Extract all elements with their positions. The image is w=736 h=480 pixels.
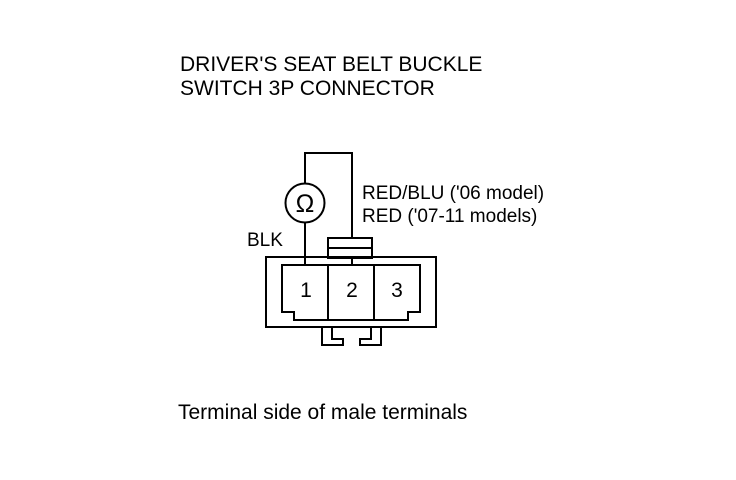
wire-color-right-2: RED ('07-11 models) <box>362 206 537 227</box>
lock-tab-left <box>321 327 344 346</box>
title-line-2: SWITCH 3P CONNECTOR <box>180 77 435 100</box>
wire-color-right-1: RED/BLU ('06 model) <box>362 183 544 204</box>
probe-block <box>327 237 373 259</box>
ohmmeter-icon: Ω <box>284 182 326 224</box>
terminal-2-label: 2 <box>346 279 358 302</box>
ohm-symbol: Ω <box>296 190 315 218</box>
caption: Terminal side of male terminals <box>178 401 467 424</box>
connector-housing <box>265 256 437 346</box>
wire-color-left: BLK <box>247 230 283 251</box>
lead-wire-top <box>304 152 353 265</box>
terminal-3-label: 3 <box>391 279 403 302</box>
terminal-1-label: 1 <box>300 279 312 302</box>
connector-inner <box>281 264 421 321</box>
title-line-1: DRIVER'S SEAT BELT BUCKLE <box>180 53 482 76</box>
connector-outer <box>265 256 437 328</box>
lock-tab-right <box>359 327 382 346</box>
ohmmeter-circle <box>284 182 326 224</box>
